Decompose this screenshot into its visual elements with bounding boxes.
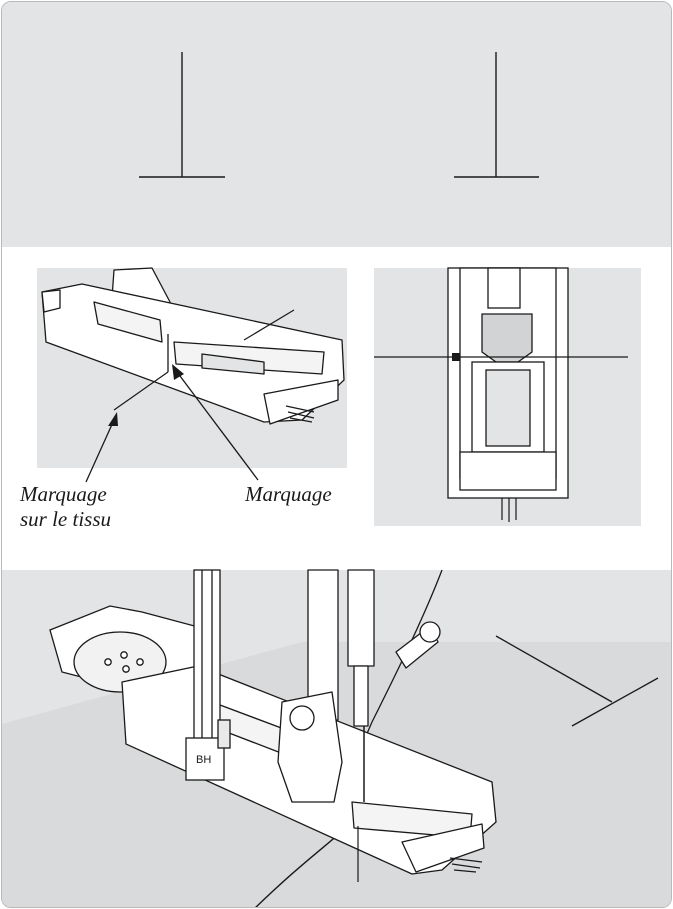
needle-clamp-screw <box>420 622 440 642</box>
fabric-marking-label-line1: Marquage <box>20 482 111 507</box>
top-fabric-panel <box>2 2 672 247</box>
top-view-center-mark <box>452 353 460 361</box>
foot-screw <box>290 706 314 730</box>
top-view-buttonhole-foot <box>448 268 568 498</box>
fabric-marking-label-line2: sur le tissu <box>20 507 111 532</box>
foot-marking-label: Marquage <box>245 482 332 507</box>
fabric-marking-label: Marquage sur le tissu <box>20 482 111 532</box>
lever-badge: BH <box>196 754 211 766</box>
